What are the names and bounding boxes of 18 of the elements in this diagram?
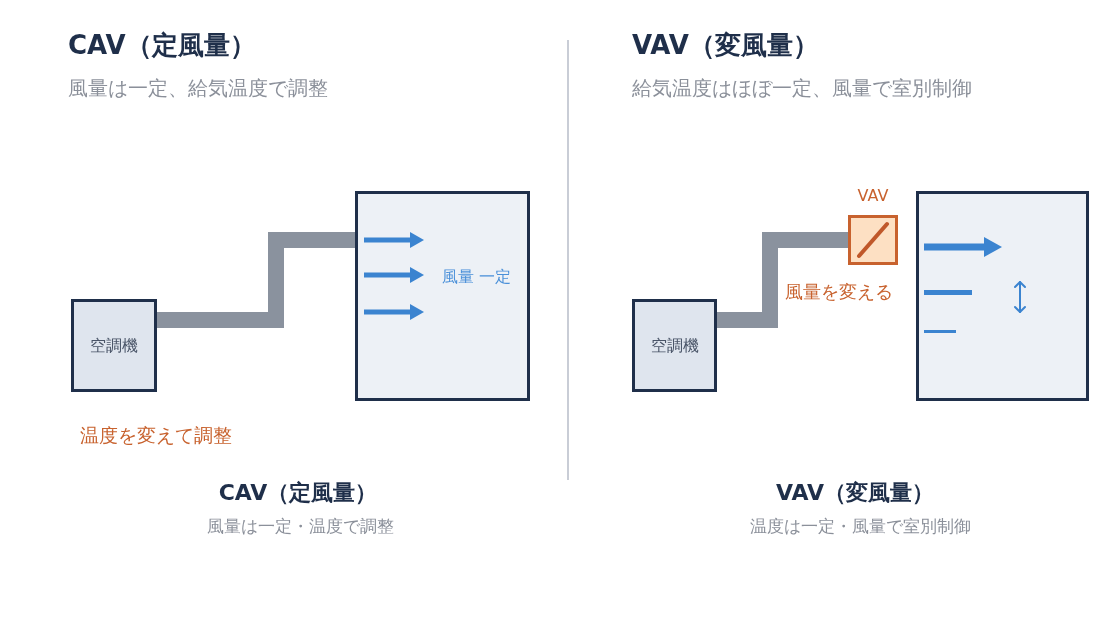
caption-text: 温度は一定・風量で室別制御 xyxy=(749,516,971,537)
duct xyxy=(157,232,355,328)
annotation: 風量を変える xyxy=(785,281,893,303)
damper-label: VAV xyxy=(857,186,889,206)
node-label: 空調機 xyxy=(90,335,138,356)
caption-heading: CAV（定風量） xyxy=(218,480,378,507)
annotation: 温度を変えて調整 xyxy=(80,424,232,447)
caption-text: 風量は一定・温度で調整 xyxy=(206,516,394,537)
room-box xyxy=(916,191,1089,401)
subtitle: 風量は一定、給気温度で調整 xyxy=(68,76,328,100)
node-label: 空調機 xyxy=(650,335,699,356)
room-box xyxy=(355,191,530,401)
heading: VAV（変風量） xyxy=(632,30,819,62)
node-label: 風量 一定 xyxy=(442,267,512,287)
subtitle: 給気温度はほぼ一定、風量で室別制御 xyxy=(632,76,972,100)
heading: CAV（定風量） xyxy=(68,30,256,62)
air-handler-box xyxy=(632,299,717,392)
caption-heading: VAV（変風量） xyxy=(775,480,935,507)
